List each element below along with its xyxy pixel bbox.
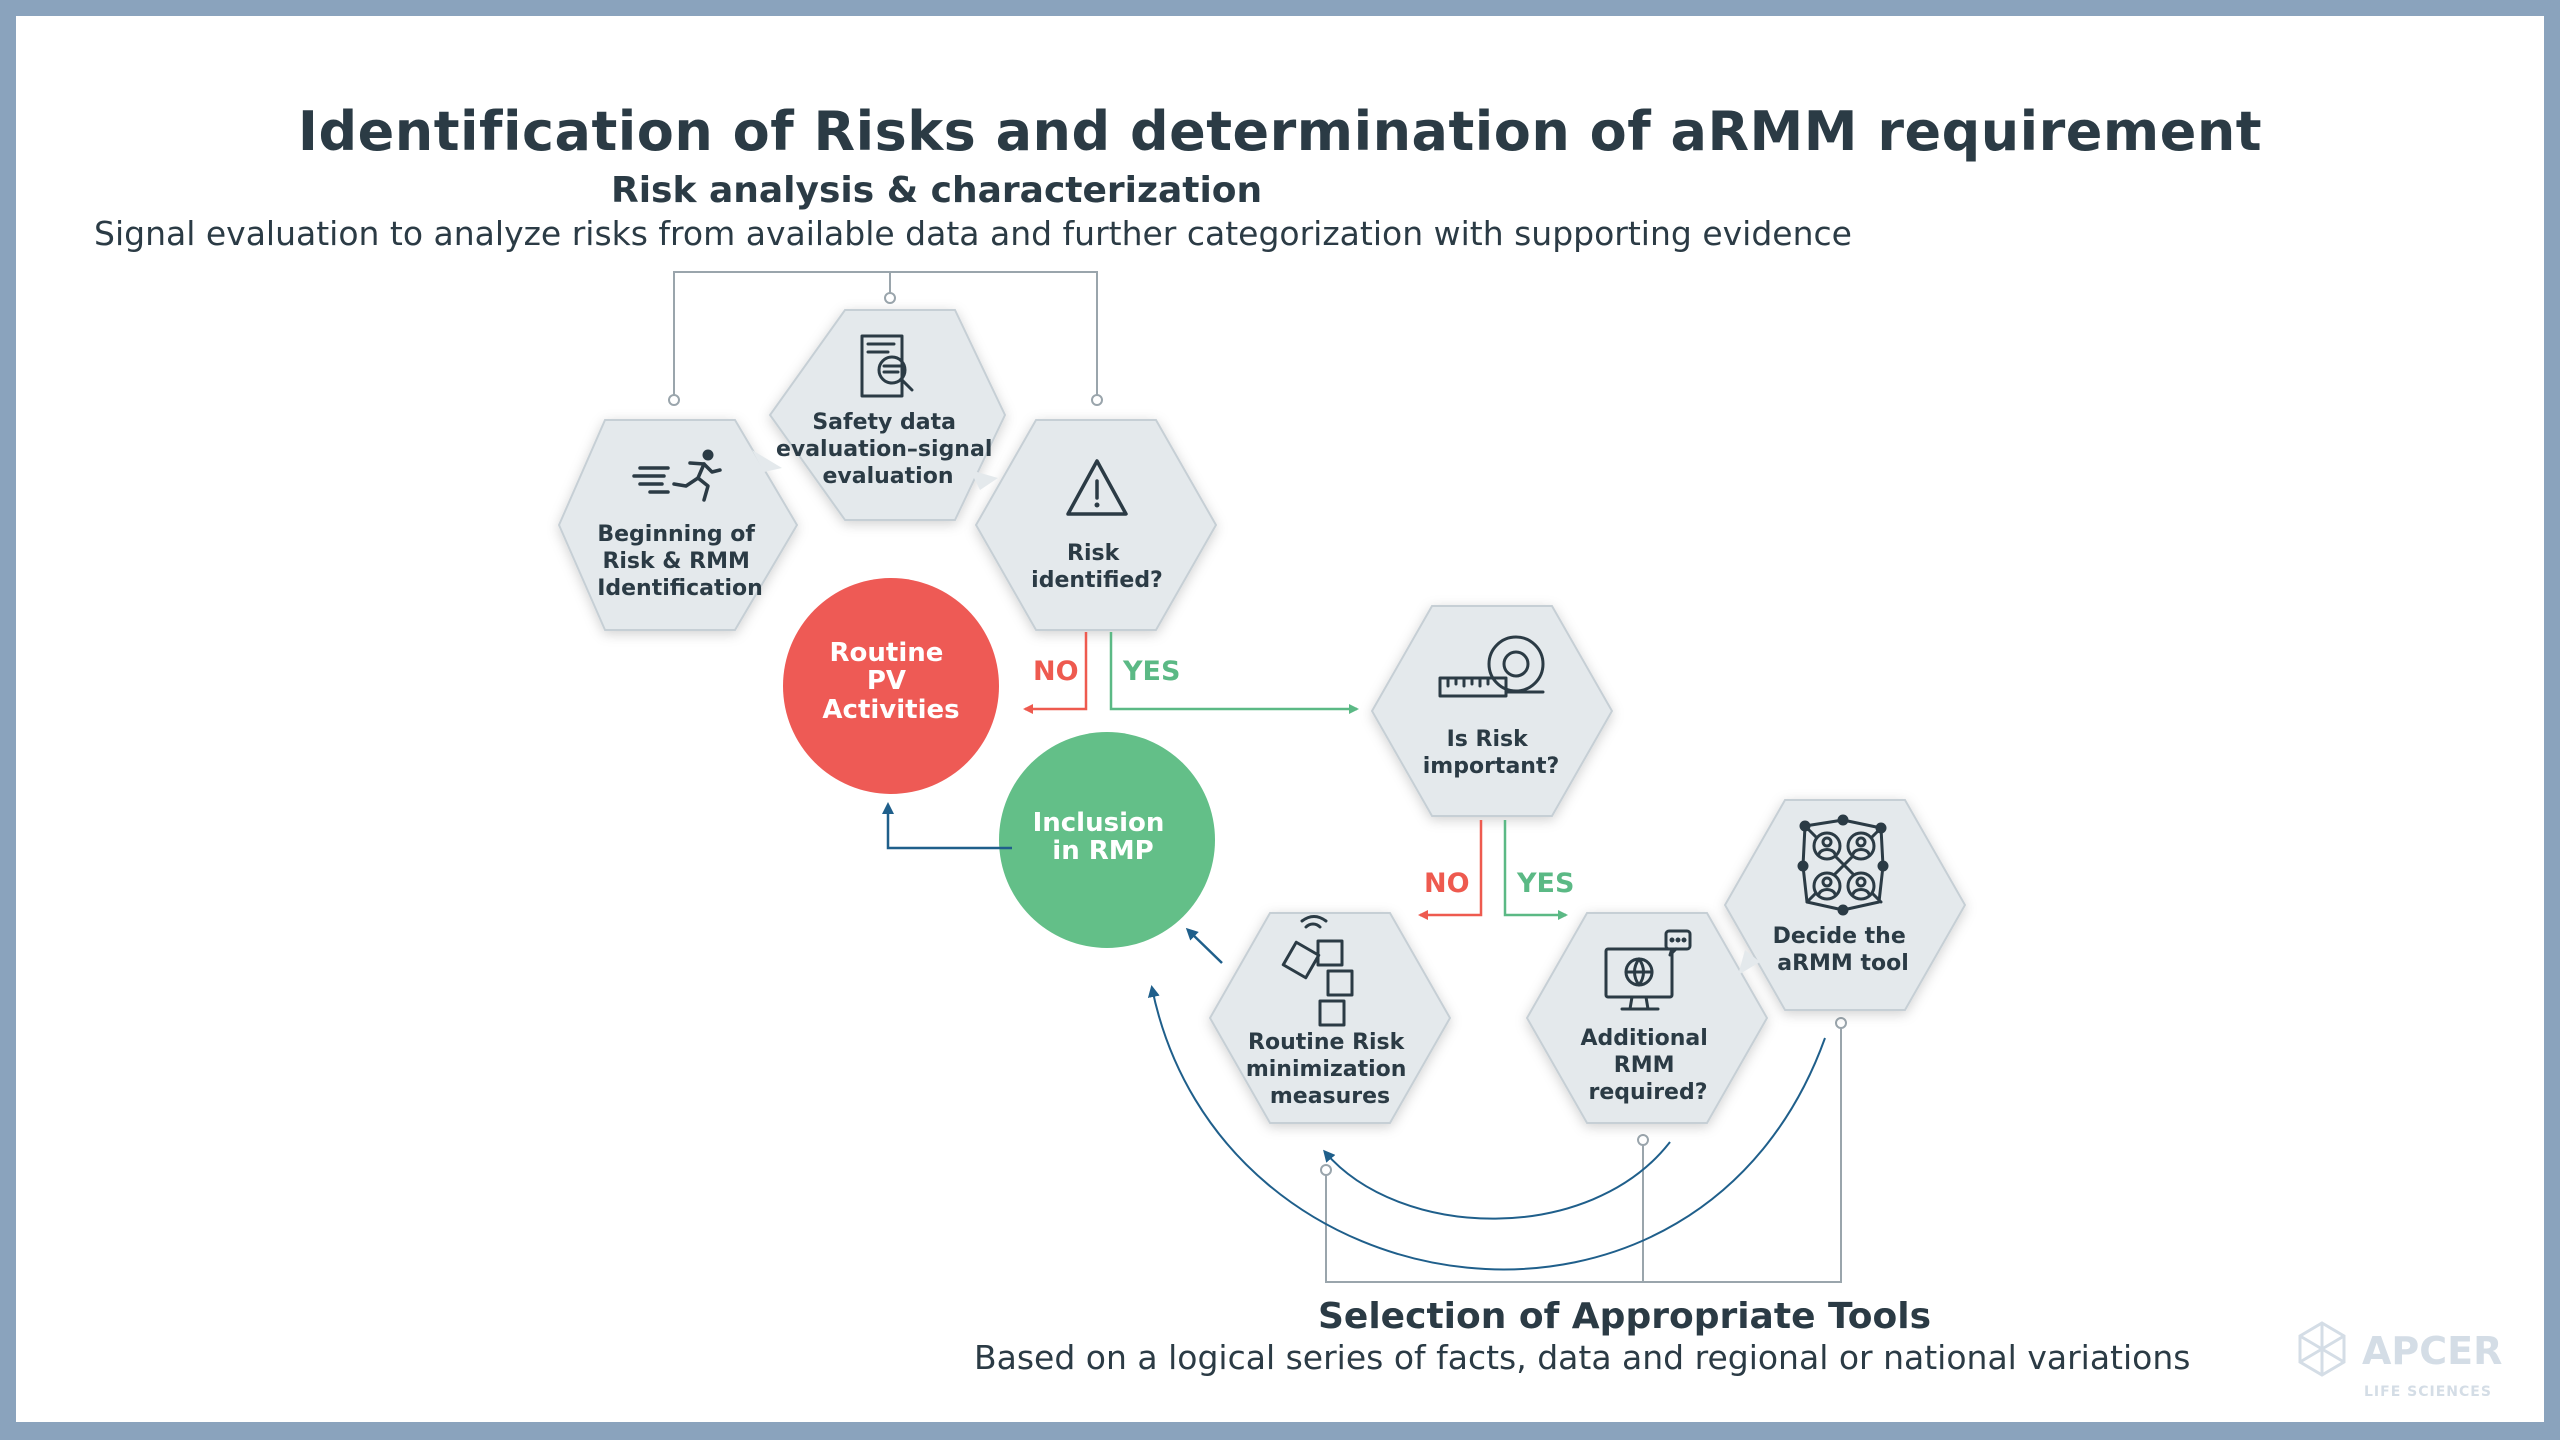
speech-notch-safety — [970, 470, 998, 490]
yes-label-1: YES — [1122, 656, 1180, 687]
speech-notch-decide — [1738, 950, 1760, 975]
hexagon-additional-rmm — [1525, 912, 1769, 1124]
page-title: Identification of Risks and determinatio… — [297, 100, 2263, 163]
no-arrow-to-routine-pv — [1023, 632, 1088, 714]
yes-arrow-to-additional-rmm — [1503, 820, 1568, 920]
hexagon-risk-identified — [974, 419, 1218, 631]
tape-measure-icon — [1438, 635, 1545, 698]
decide-armm-label: Decide the aRMM tool — [1773, 924, 1914, 976]
tool-selection-subtitle: Based on a logical series of facts, data… — [974, 1338, 2191, 1377]
arrow-routine-min-to-inclusion — [1185, 927, 1223, 964]
risk-identified-label: Risk identified? — [1031, 541, 1163, 593]
running-person-icon — [632, 449, 722, 502]
yes-arrow-to-risk-important — [1109, 632, 1359, 714]
no-label-2: NO — [1424, 868, 1470, 899]
risk-important-label: Is Risk important? — [1423, 727, 1559, 779]
bottom-bracket-connector — [1325, 1025, 1842, 1283]
risk-analysis-heading: Risk analysis & characterization — [611, 170, 1263, 211]
puzzle-blocks-icon — [1281, 915, 1354, 1027]
logo-subtitle: LIFE SCIENCES — [2364, 1384, 2492, 1400]
apcer-logo: APCER LIFE SCIENCES — [2298, 1321, 2502, 1400]
risk-analysis-subtitle: Signal evaluation to analyze risks from … — [94, 214, 1852, 253]
arrow-additional-to-routine-min — [1323, 1141, 1671, 1220]
safety-data-label: Safety data evaluation–signal evaluation — [776, 410, 1000, 489]
tool-selection-heading: Selection of Appropriate Tools — [1318, 1296, 1932, 1337]
hexagon-routine-risk-min — [1208, 912, 1452, 1124]
hexagon-beginning — [557, 419, 799, 631]
beginning-label: Beginning of Risk & RMM Identification — [597, 522, 763, 601]
network-people-icon — [1797, 814, 1889, 916]
routine-pv-label: Routine PV Activities — [822, 638, 959, 725]
routine-risk-min-label: Routine Risk minimization measures — [1246, 1030, 1414, 1109]
inclusion-rmp-circle — [999, 732, 1215, 948]
warning-triangle-icon — [1066, 459, 1128, 516]
no-label-1: NO — [1033, 656, 1079, 687]
no-arrow-to-routine-risk-min — [1418, 820, 1483, 920]
slide-canvas: Identification of Risks and determinatio… — [16, 16, 2544, 1422]
monitor-globe-icon — [1604, 929, 1692, 1011]
routine-pv-circle — [783, 578, 999, 794]
process-diagram: NO YES NO YES — [557, 271, 2502, 1400]
inclusion-rmp-label: Inclusion in RMP — [1033, 808, 1174, 866]
logo-name: APCER — [2362, 1329, 2502, 1373]
apcer-logo-mark-icon — [2298, 1321, 2346, 1377]
yes-label-2: YES — [1516, 868, 1574, 899]
additional-rmm-label: Additional RMM required? — [1581, 1026, 1716, 1105]
speech-notch-beginning — [752, 450, 782, 472]
arrow-decide-to-inclusion — [1147, 985, 1826, 1271]
document-magnifier-icon — [860, 334, 914, 398]
hexagon-safety-data — [768, 309, 1007, 521]
bottom-bracket-dots — [1320, 1017, 1847, 1176]
arrow-inclusion-to-routine-pv — [882, 802, 1012, 850]
hexagon-risk-important — [1370, 605, 1614, 817]
top-bracket-dots — [668, 292, 1103, 406]
